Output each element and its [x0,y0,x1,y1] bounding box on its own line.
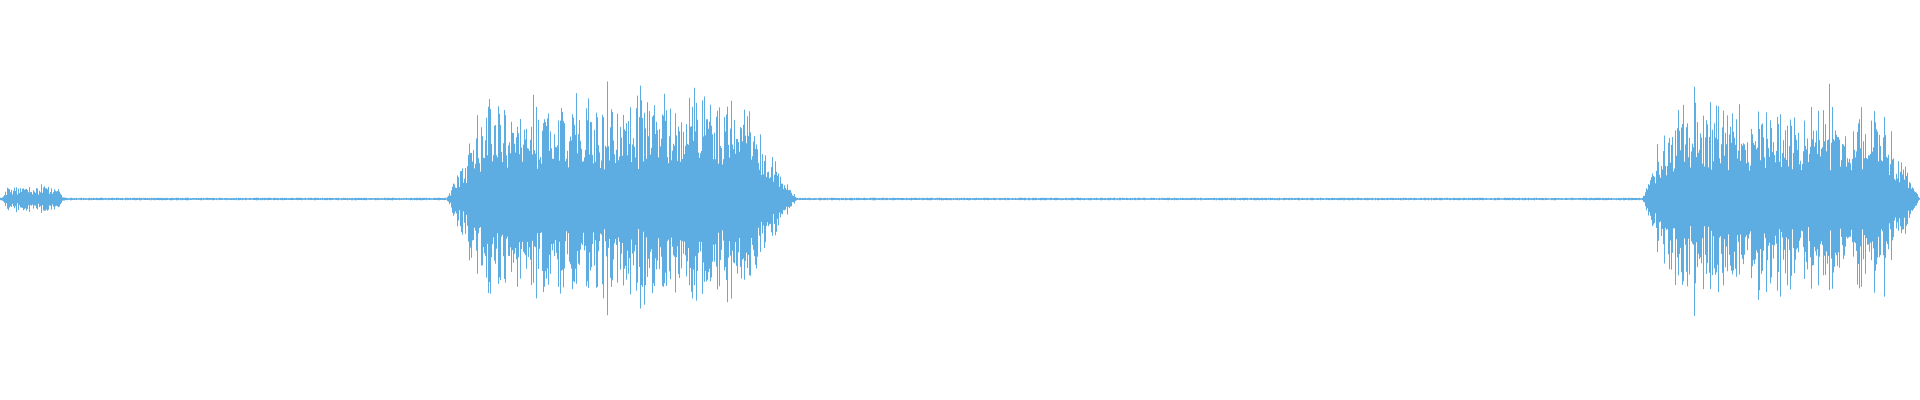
audio-waveform [0,81,1920,316]
waveform-view [0,81,1920,316]
